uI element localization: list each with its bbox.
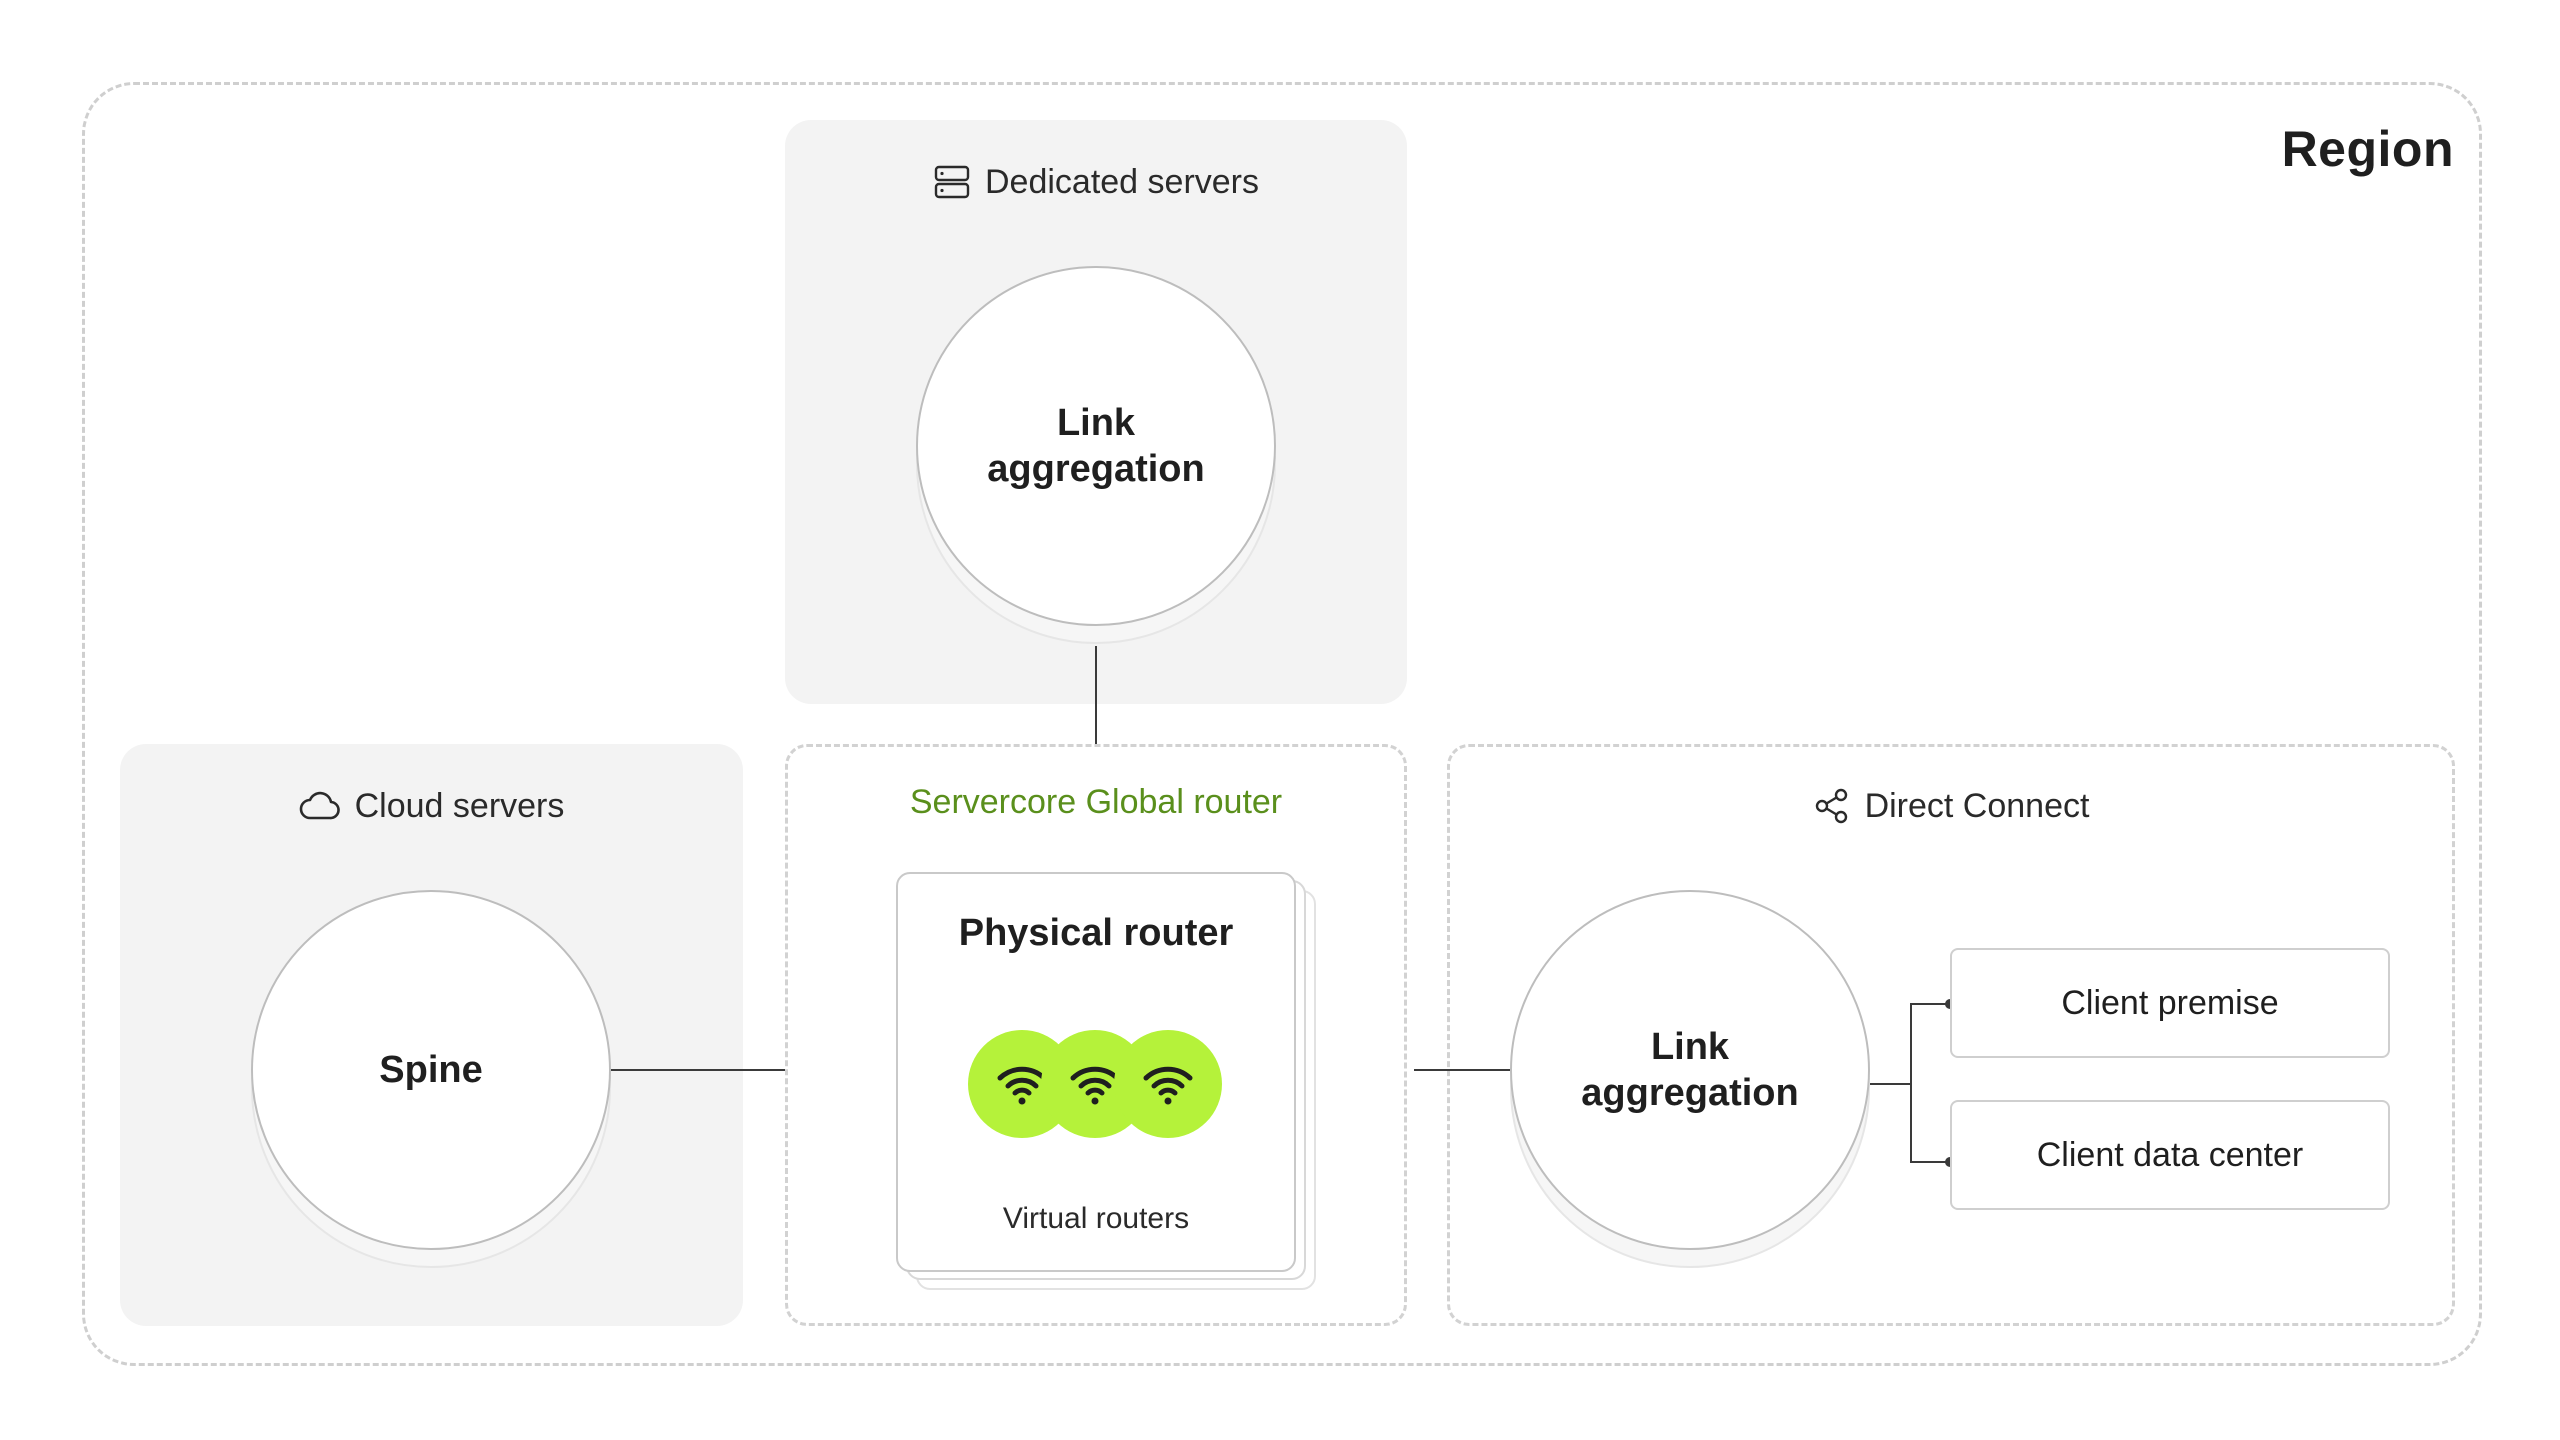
virtual-router-wifi-icon	[1114, 1030, 1222, 1138]
cloud-icon	[299, 790, 341, 822]
spine-to-router-line	[611, 1069, 785, 1071]
router-to-direct-line	[1414, 1069, 1510, 1071]
global-router-panel	[785, 744, 1407, 1326]
branch-vertical-line	[1910, 1003, 1912, 1163]
client-data-center-box: Client data center	[1950, 1100, 2390, 1210]
dedicated-servers-header: Dedicated servers	[785, 160, 1407, 204]
client-premise-box: Client premise	[1950, 948, 2390, 1058]
share-icon	[1813, 787, 1851, 825]
direct-connect-label: Direct Connect	[1864, 786, 2090, 825]
dedicated-to-router-line	[1095, 646, 1097, 744]
spine-label: Spine	[251, 890, 611, 1250]
global-router-header: Servercore Global router	[909, 782, 1283, 821]
branch-to-premise-line	[1910, 1003, 1950, 1005]
dedicated-servers-label: Dedicated servers	[984, 162, 1259, 201]
aggregation-to-branch-line	[1870, 1083, 1910, 1085]
direct-link-aggregation-node: Link aggregation	[1510, 890, 1870, 1270]
dedicated-link-aggregation-node: Link aggregation	[916, 266, 1276, 646]
cloud-servers-header: Cloud servers	[120, 784, 743, 828]
virtual-routers-label: Virtual routers	[1002, 1202, 1190, 1235]
branch-to-datacenter-line	[1910, 1161, 1950, 1163]
direct-connect-header: Direct Connect	[1447, 784, 2455, 828]
physical-router-title: Physical router	[958, 912, 1234, 954]
dedicated-link-aggregation-label: Link aggregation	[916, 266, 1276, 626]
region-title: Region	[2281, 121, 2454, 177]
region-frame	[82, 82, 2482, 1366]
direct-connect-panel	[1447, 744, 2455, 1326]
spine-node: Spine	[251, 890, 611, 1270]
cloud-servers-label: Cloud servers	[354, 786, 565, 825]
direct-link-aggregation-label: Link aggregation	[1510, 890, 1870, 1250]
server-stack-icon	[933, 163, 971, 201]
